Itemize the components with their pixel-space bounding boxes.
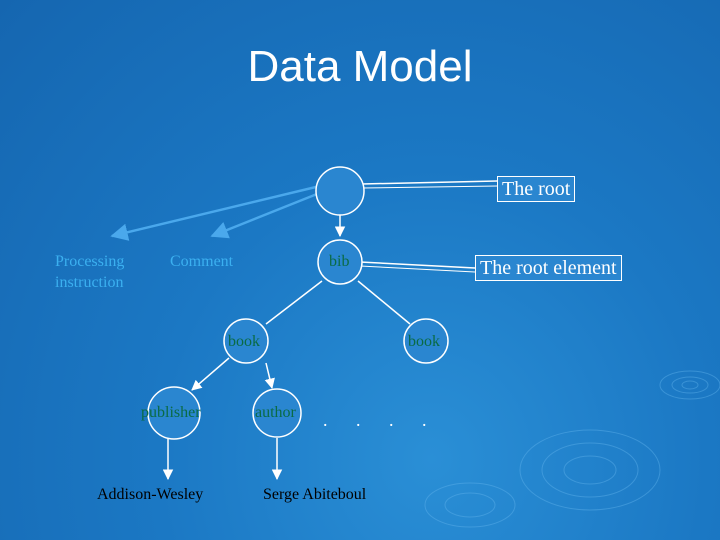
book-node-right — [403, 318, 449, 364]
root-callout-line — [361, 180, 498, 185]
author-node — [252, 388, 302, 438]
root-element-callout-line-2 — [359, 265, 476, 273]
addison-wesley-value: Addison-Wesley — [97, 486, 204, 503]
comment-arrow — [210, 190, 323, 239]
book-node-left — [223, 318, 269, 364]
slide-title: Data Model — [247, 42, 473, 91]
publisher-label: publisher — [141, 404, 201, 421]
bib-node — [317, 239, 363, 285]
book-label-right: book — [408, 333, 440, 350]
comment-label: Comment — [170, 253, 234, 270]
edge-book-publisher — [191, 357, 230, 391]
root-element-annotation: The root element — [475, 255, 622, 281]
root-element-callout-line — [359, 261, 476, 269]
bib-label: bib — [329, 253, 350, 270]
edge-bib-book-right — [357, 280, 411, 325]
author-label: author — [255, 404, 296, 421]
processing-instruction-label: Processing instruction — [55, 253, 125, 291]
edge-book-author — [264, 362, 275, 390]
serge-abiteboul-value: Serge Abiteboul — [263, 486, 367, 503]
publisher-node — [147, 386, 201, 440]
ripple-decoration — [424, 370, 720, 528]
root-callout-line-2 — [361, 185, 498, 189]
root-annotation: The root — [497, 176, 576, 202]
ellipsis-siblings: . . . . — [323, 410, 439, 430]
edge-bib-book-left — [265, 280, 323, 325]
book-label-left: book — [228, 333, 260, 350]
root-node — [315, 166, 365, 216]
processing-arrow — [110, 184, 321, 241]
